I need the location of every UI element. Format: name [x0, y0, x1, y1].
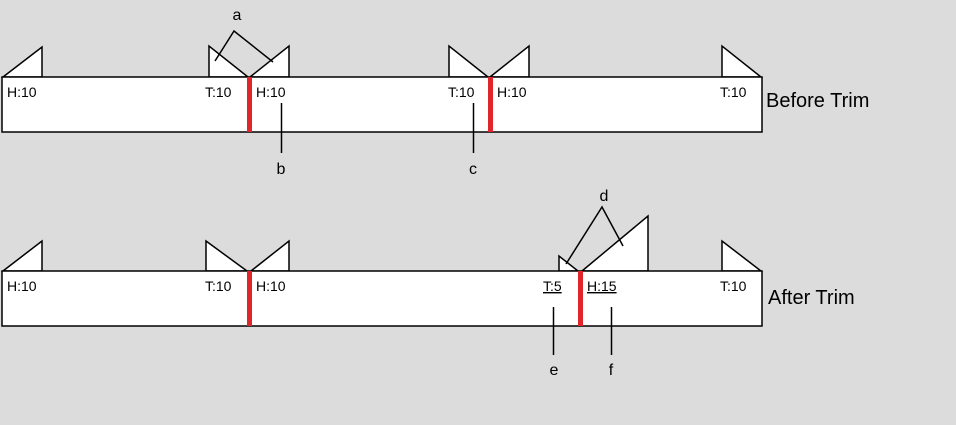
handle-triangle-end [721, 239, 764, 272]
callout-d-leader [565, 205, 624, 265]
before-handle-label-2: T:10 [205, 84, 232, 100]
timeline-track-after [1, 270, 763, 327]
callout-e-label: e [550, 362, 559, 379]
before-trim-title: Before Trim [766, 90, 869, 112]
callout-d-label: d [600, 188, 609, 205]
callout-f-label: f [609, 362, 614, 379]
callout-c-label: c [469, 161, 477, 178]
handle-triangle-clip2-head [247, 44, 290, 78]
callout-a-leader [214, 29, 274, 63]
timeline-track-before [1, 76, 763, 133]
handle-triangle-start [0, 239, 43, 272]
handle-triangle-clip3-head [487, 44, 530, 78]
handle-triangle-clip1-tail [208, 44, 251, 78]
after-handle-label-3: H:10 [256, 278, 286, 294]
handle-triangle-start [0, 45, 43, 78]
after-handle-label-6: T:10 [720, 278, 747, 294]
before-handle-label-1: H:10 [7, 84, 37, 100]
after-handle-label-5-changed: H:15 [587, 278, 617, 294]
handle-triangle-end [721, 44, 764, 78]
after-handle-label-1: H:10 [7, 278, 37, 294]
after-trim-row: d e f H:10 T:10 H:10 T:5 H:15 T:10 After… [0, 188, 855, 379]
callout-b-label: b [277, 161, 286, 178]
before-trim-row: a b c H:10 T:10 H:10 T:10 H:10 T:10 Befo… [0, 7, 869, 178]
before-handle-label-6: T:10 [720, 84, 747, 100]
handle-triangle-clip2-tail [448, 44, 491, 78]
handle-triangle-clip2-tail-short [558, 254, 581, 272]
before-handle-label-3: H:10 [256, 84, 286, 100]
after-handle-label-2: T:10 [205, 278, 232, 294]
callout-a-label: a [233, 7, 242, 24]
after-trim-title: After Trim [768, 287, 855, 309]
handle-triangle-clip2-head [248, 239, 290, 272]
after-handle-label-4-changed: T:5 [543, 278, 562, 294]
before-handle-label-5: H:10 [497, 84, 527, 100]
before-handle-label-4: T:10 [448, 84, 475, 100]
handle-triangle-clip1-tail [205, 239, 250, 272]
